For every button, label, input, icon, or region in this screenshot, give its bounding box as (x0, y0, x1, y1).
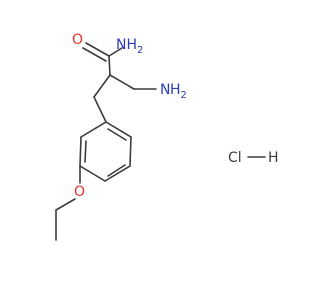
ring-bond-5 (129, 136, 132, 167)
ring-double-2 (107, 164, 126, 177)
structure-diagram: NH2 O N H2 O Cl H (55, 32, 279, 241)
hydrochloride: Cl H (228, 150, 279, 166)
bond-ch-benzyl (93, 74, 111, 98)
atom-labels: NH2 O N H2 O (72, 32, 187, 200)
bond-carbonyl-2 (82, 47, 107, 62)
carbonyl-o-label: O (72, 32, 83, 48)
ring-bond-6 (105, 121, 132, 138)
chlorine-label: Cl (228, 150, 242, 166)
amine-h2-label: H2 (170, 82, 187, 101)
ring-bond-2 (79, 136, 82, 167)
hydrogen-label: H (268, 150, 279, 166)
amide-nh2-label: NH2 (116, 37, 143, 56)
amine-n-label: N (160, 82, 170, 98)
ether-o-label: O (74, 184, 85, 200)
ring-double-1 (84, 140, 87, 163)
bond-benzyl-ring (93, 96, 107, 123)
ring-double-3 (107, 128, 127, 141)
ring-bond-3 (79, 165, 106, 182)
bond-carbonyl-1 (85, 42, 110, 57)
bonds (55, 42, 266, 241)
bond-o-ch2 (55, 198, 76, 211)
bond-c-ch (108, 55, 111, 76)
ring-bond-4 (104, 165, 131, 182)
bond-c-nh2 (108, 47, 123, 57)
bond-ch-ch2n (109, 74, 135, 90)
ring-bond-1 (80, 121, 107, 138)
